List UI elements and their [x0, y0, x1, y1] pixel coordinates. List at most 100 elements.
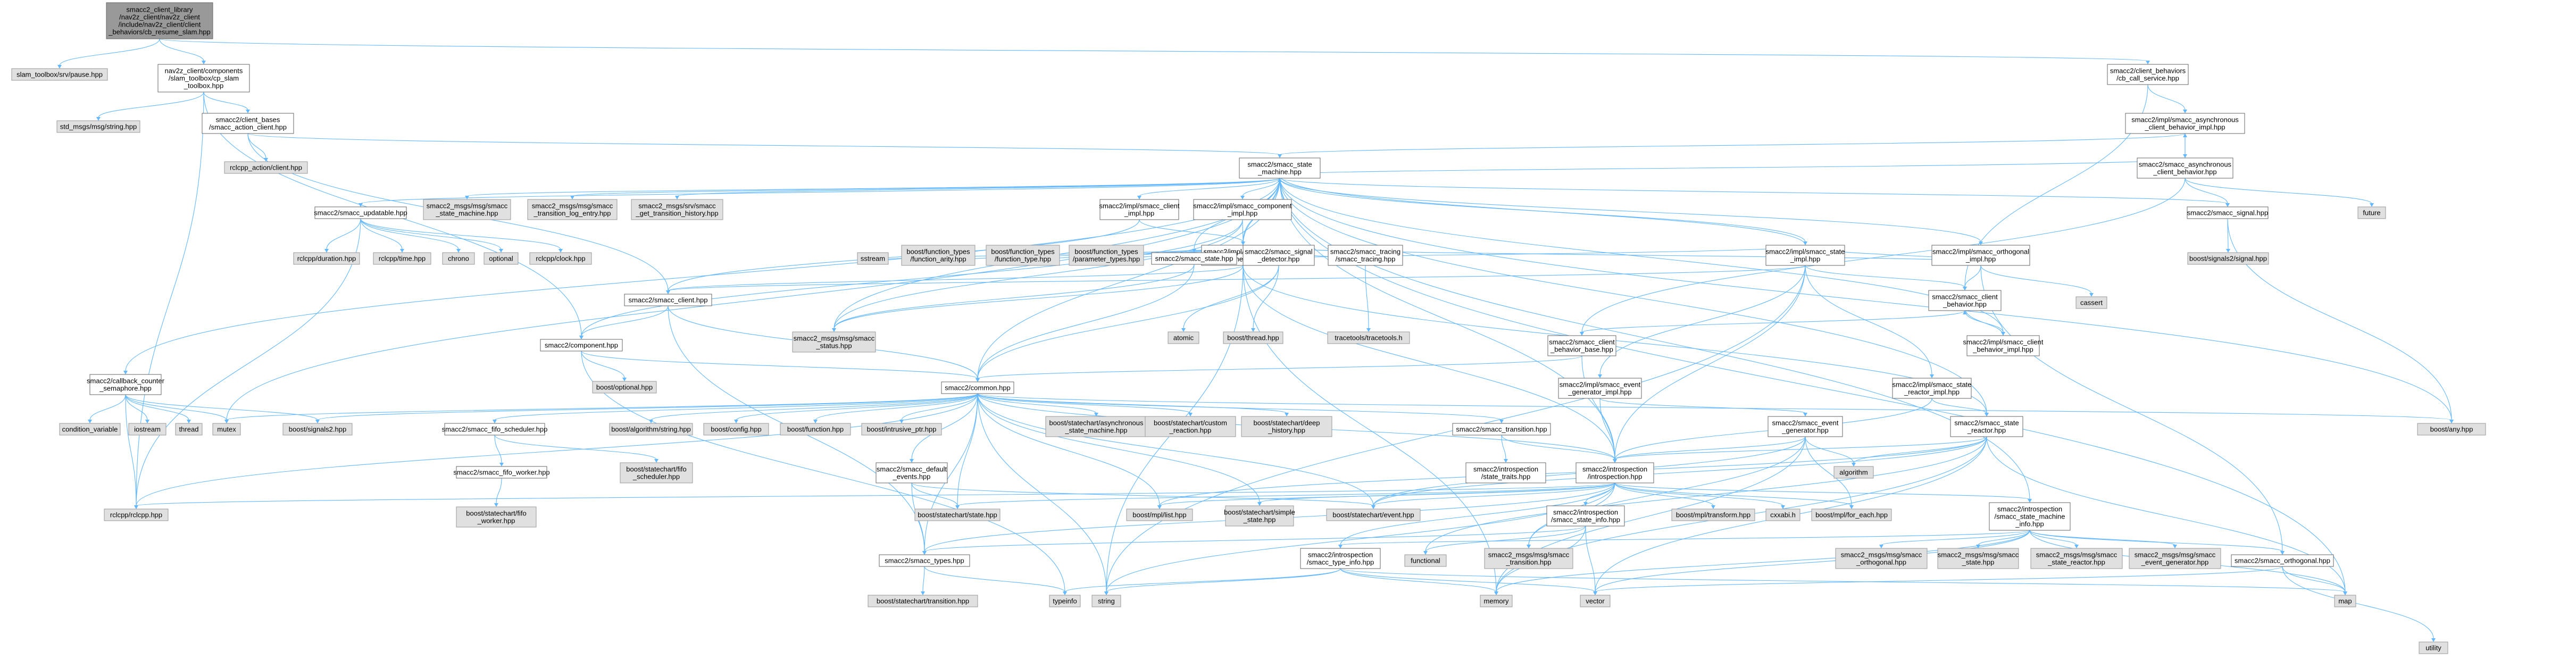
- header-node-client-impl[interactable]: smacc2/impl/smacc_client_impl.hpp: [1099, 199, 1180, 220]
- edge-common-to-b_sc_custom: [977, 393, 1191, 414]
- edge-state_machine-to-orthogonal_impl: [1279, 178, 1981, 243]
- header-node-action-client[interactable]: smacc2/client_bases/smacc_action_client.…: [202, 113, 294, 134]
- edge-type_info-to-memory: [1340, 568, 1497, 593]
- node-label-line: algorithm: [1839, 469, 1868, 477]
- node-box: [2187, 252, 2269, 265]
- header-node-sstream: sstream: [857, 252, 889, 265]
- node-box: [1937, 548, 2019, 569]
- edge-introspection-to-string: [1106, 482, 1615, 593]
- header-node-orthogonal-impl[interactable]: smacc2/impl/smacc_orthogonal_impl.hpp: [1931, 245, 2030, 266]
- edge-arrowhead-type_info-to-typeinfo: [1063, 591, 1067, 595]
- header-node-client-behavior[interactable]: smacc2/smacc_client_behavior.hpp: [1928, 290, 2002, 311]
- node-box: [1546, 505, 1625, 527]
- header-node-component-impl[interactable]: smacc2/impl/smacc_component_impl.hpp: [1193, 199, 1292, 220]
- edge-arrowhead-introspection-to-b_sc_simple_state: [1257, 502, 1262, 506]
- edge-arrowhead-orthogonal_impl-to-cassert: [2089, 293, 2094, 297]
- node-box: [620, 462, 693, 483]
- edge-smacc_transition-to-state_traits: [1501, 435, 1506, 460]
- header-node-callback-counter[interactable]: smacc2/callback_counter_semaphore.hpp: [87, 374, 165, 395]
- header-node-smacc-client[interactable]: smacc2/smacc_client.hpp: [624, 294, 712, 306]
- header-node-state-machine[interactable]: smacc2/smacc_state_machine.hpp: [1239, 157, 1321, 179]
- node-label-line: smacc2_msgs/msg/smacc: [794, 335, 875, 343]
- header-node-event-gen-impl[interactable]: smacc2/impl/smacc_event_generator_impl.h…: [1558, 378, 1642, 399]
- header-node-signal-detector[interactable]: smacc2/smacc_signal_detector.hpp: [1243, 245, 1315, 266]
- edge-arrowhead-slam_toolbox_comp-to-std_msgs_string: [96, 117, 101, 121]
- header-node-async-cb[interactable]: smacc2/smacc_asynchronous_client_behavio…: [2137, 157, 2233, 179]
- node-label-line: smacc2/smacc_orthogonal.hpp: [2235, 557, 2330, 565]
- header-node-cb-base[interactable]: smacc2/smacc_client_behavior_base.hpp: [1547, 335, 1616, 356]
- header-node-updatable[interactable]: smacc2/smacc_updatable.hpp: [314, 206, 407, 219]
- header-node-algorithm: algorithm: [1833, 466, 1874, 479]
- edge-arrowhead-smacc_orthogonal-to-vector: [1593, 591, 1597, 595]
- header-node-default-events[interactable]: smacc2/smacc_default_events.hpp: [876, 462, 948, 483]
- header-node-introspection[interactable]: smacc2/introspection/introspection.hpp: [1575, 462, 1654, 483]
- header-node-event-generator[interactable]: smacc2/smacc_event_generator.hpp: [1768, 416, 1843, 437]
- node-box: [1950, 416, 2023, 437]
- header-node-msg-sm-status: smacc2_msgs/msg/smacc_state_machine.hpp: [423, 199, 511, 220]
- edge-state_machine-to-msg_sm_status: [466, 178, 1280, 197]
- edge-arrowhead-type_info-to-memory: [1494, 591, 1498, 595]
- node-box: [1484, 548, 1573, 569]
- edge-smacc_orthogonal-to-vector: [1595, 566, 2283, 593]
- header-node-state-info[interactable]: smacc2/introspection/smacc_state_info.hp…: [1546, 505, 1625, 527]
- node-label-line: /nav2z_client/nav2z_client: [119, 13, 200, 21]
- header-node-component[interactable]: smacc2/component.hpp: [540, 339, 623, 352]
- header-node-sm-info[interactable]: smacc2/introspection/smacc_state_machine…: [1989, 502, 2071, 531]
- node-box: [89, 374, 162, 395]
- header-node-fifo-worker[interactable]: smacc2/smacc_fifo_worker.hpp: [453, 466, 550, 479]
- edge-state_machine-to-msg_transition_log: [572, 178, 1280, 197]
- node-label-line: /cb_call_service.hpp: [2116, 74, 2179, 82]
- header-node-smacc-state[interactable]: smacc2/smacc_state.hpp: [1151, 252, 1237, 265]
- node-label-line: smacc2/introspection: [1997, 505, 2062, 513]
- node-box: [1126, 508, 1193, 521]
- header-node-type-info[interactable]: smacc2/introspection/smacc_type_info.hpp: [1300, 548, 1381, 569]
- header-node-smacc-types[interactable]: smacc2/smacc_types.hpp: [879, 554, 970, 567]
- node-box: [2417, 423, 2486, 436]
- node-label-line: /introspection.hpp: [1588, 473, 1643, 481]
- node-label-line: _scheduler.hpp: [632, 473, 680, 481]
- node-label-line: memory: [1484, 597, 1509, 605]
- node-box: [224, 161, 308, 174]
- edge-introspection-to-rclcpp: [136, 482, 1615, 506]
- header-node-slam-toolbox-comp[interactable]: nav2z_client/components/slam_toolbox/cp_…: [157, 64, 250, 93]
- header-node-smacc-orthogonal[interactable]: smacc2/smacc_orthogonal.hpp: [2231, 554, 2334, 567]
- header-node-b-function: boost/function.hpp: [780, 423, 851, 436]
- edge-smacc_types-to-typeinfo: [924, 566, 1065, 593]
- header-node-cb-impl[interactable]: smacc2/impl/smacc_client_behavior_impl.h…: [1963, 335, 2044, 356]
- header-node-fifo-scheduler[interactable]: smacc2/smacc_fifo_scheduler.hpp: [442, 423, 548, 436]
- node-box: [1966, 335, 2040, 356]
- edge-callback_counter-to-boost_signals2: [125, 394, 318, 421]
- header-node-signal[interactable]: smacc2/smacc_signal.hpp: [2187, 206, 2269, 219]
- header-node-common[interactable]: smacc2/common.hpp: [941, 381, 1014, 394]
- edge-introspection-to-b_mpl_for_each: [1614, 482, 1852, 506]
- header-node-smacc-tracing[interactable]: smacc2/smacc_tracing/smacc_tracing.hpp: [1328, 245, 1403, 266]
- edge-introspection-to-b_mpl_list: [1159, 482, 1615, 506]
- edge-arrowhead-state_machine-to-callback_counter: [123, 371, 128, 374]
- header-node-root[interactable]: smacc2_client_library/nav2z_client/nav2z…: [106, 2, 213, 39]
- node-label-line: vector: [1586, 597, 1605, 605]
- edge-state_impl-to-client_behavior: [1805, 265, 1965, 288]
- node-label-line: smacc2/smacc_default: [877, 465, 947, 473]
- header-node-b-sc-custom: boost/statechart/custom_reaction.hpp: [1145, 416, 1236, 437]
- node-box: [857, 252, 889, 265]
- header-node-state-reactor[interactable]: smacc2/smacc_state_reactor.hpp: [1950, 416, 2023, 437]
- edge-root-to-slam_toolbox_comp: [159, 38, 204, 62]
- edge-arrowhead-callback_counter-to-thread: [187, 420, 191, 423]
- edge-arrowhead-sm_info-to-type_info: [1338, 545, 1343, 548]
- node-label-line: smacc2_msgs/msg/smacc: [532, 202, 613, 210]
- node-label-line: _toolbox.hpp: [184, 82, 223, 90]
- header-node-state-traits[interactable]: smacc2/introspection/state_traits.hpp: [1465, 462, 1546, 483]
- edge-arrowhead-state_info-to-functional: [1423, 551, 1428, 555]
- header-node-state-impl[interactable]: smacc2/impl/smacc_state_impl.hpp: [1765, 245, 1845, 266]
- header-node-state-reactor-impl[interactable]: smacc2/impl/smacc_state_reactor_impl.hpp: [1892, 378, 1972, 399]
- edge-callback_counter-to-mutex: [125, 394, 227, 421]
- header-node-smacc-transition[interactable]: smacc2/smacc_transition.hpp: [1452, 423, 1551, 436]
- edge-arrowhead-state_reactor_impl-to-state_reactor: [1985, 413, 1989, 416]
- header-node-cb-call-service[interactable]: smacc2/client_behaviors/cb_call_service.…: [2107, 64, 2189, 85]
- header-nodes: smacc2_client_library/nav2z_client/nav2z…: [11, 2, 2486, 654]
- edge-async_cb-to-future: [2185, 178, 2372, 204]
- edge-arrowhead-introspection-to-rclcpp: [134, 505, 138, 509]
- node-label-line: boost/any.hpp: [2430, 426, 2473, 433]
- header-node-async-cb-impl[interactable]: smacc2/impl/smacc_asynchronous_client_be…: [2125, 113, 2245, 134]
